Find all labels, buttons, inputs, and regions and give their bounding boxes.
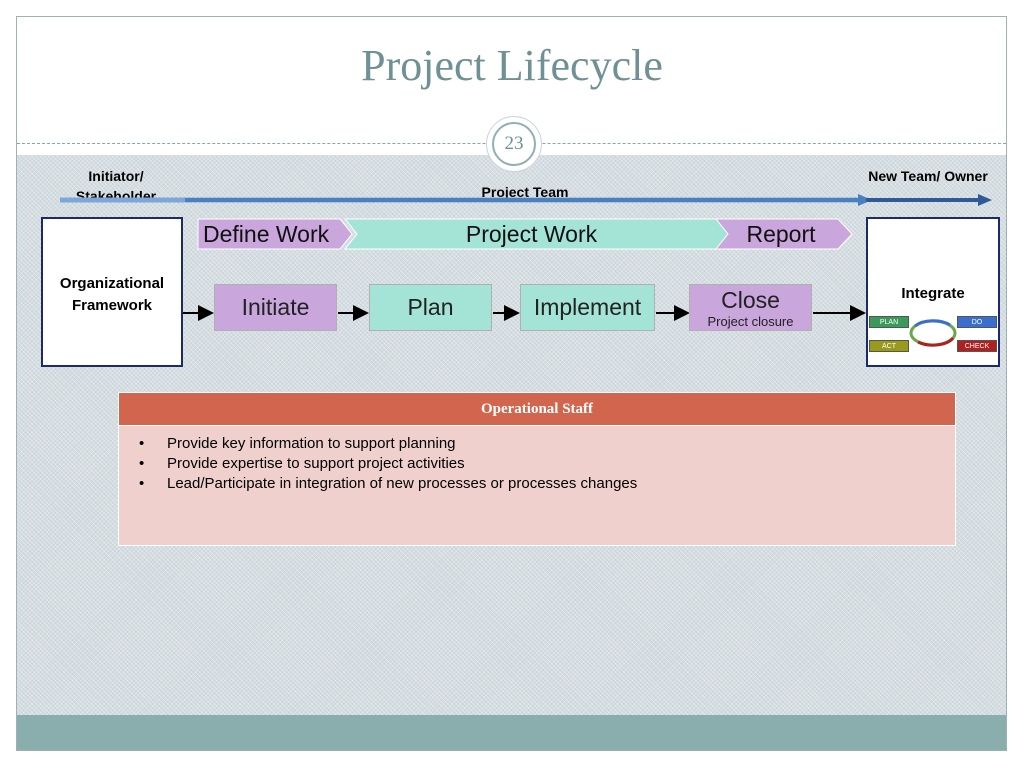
phase-implement: Implement [520,284,655,331]
operational-staff-table: Operational Staff •Provide key informati… [118,392,956,546]
bullet-icon: • [139,435,145,452]
pdca-plan-label: PLAN [869,316,909,328]
pdca-check-label: CHECK [957,340,997,352]
bullet-icon: • [139,455,145,472]
slide-title: Project Lifecycle [361,41,663,90]
initiator-label: Initiator/ Stakeholder [75,168,157,198]
organizational-framework-label: Organizational Framework [59,275,165,314]
page-number-badge: 23 [486,116,542,172]
project-work-label: Project Work [465,221,598,247]
phase-initiate-label: Initiate [241,294,310,320]
phase-close-sublabel: Project closure [707,313,794,329]
bullet-icon: • [139,475,145,492]
report-label: Report [746,221,816,247]
organizational-framework-box: Organizational Framework [41,217,183,367]
phase-close-label: Close [721,286,780,313]
pdca-act-label: ACT [869,340,909,352]
define-work-label: Define Work [203,221,330,247]
page-number: 23 [492,122,536,166]
operational-staff-list: •Provide key information to support plan… [129,434,945,494]
operational-staff-body: •Provide key information to support plan… [118,425,956,546]
phase-close: Close Project closure [689,284,812,331]
phase-implement-label: Implement [533,294,642,320]
phase-initiate: Initiate [214,284,337,331]
footer-bar [17,715,1006,750]
phase-plan-label: Plan [407,294,454,320]
list-item: •Lead/Participate in integration of new … [139,475,638,492]
list-item: •Provide expertise to support project ac… [139,455,465,472]
pdca-do-label: DO [957,316,997,328]
operational-staff-header: Operational Staff [118,392,956,426]
phase-plan: Plan [369,284,492,331]
new-team-label: New Team/ Owner [868,168,988,184]
integrate-label: Integrate [901,285,965,302]
project-team-label: Project Team [481,184,569,200]
list-item: •Provide key information to support plan… [139,435,456,452]
